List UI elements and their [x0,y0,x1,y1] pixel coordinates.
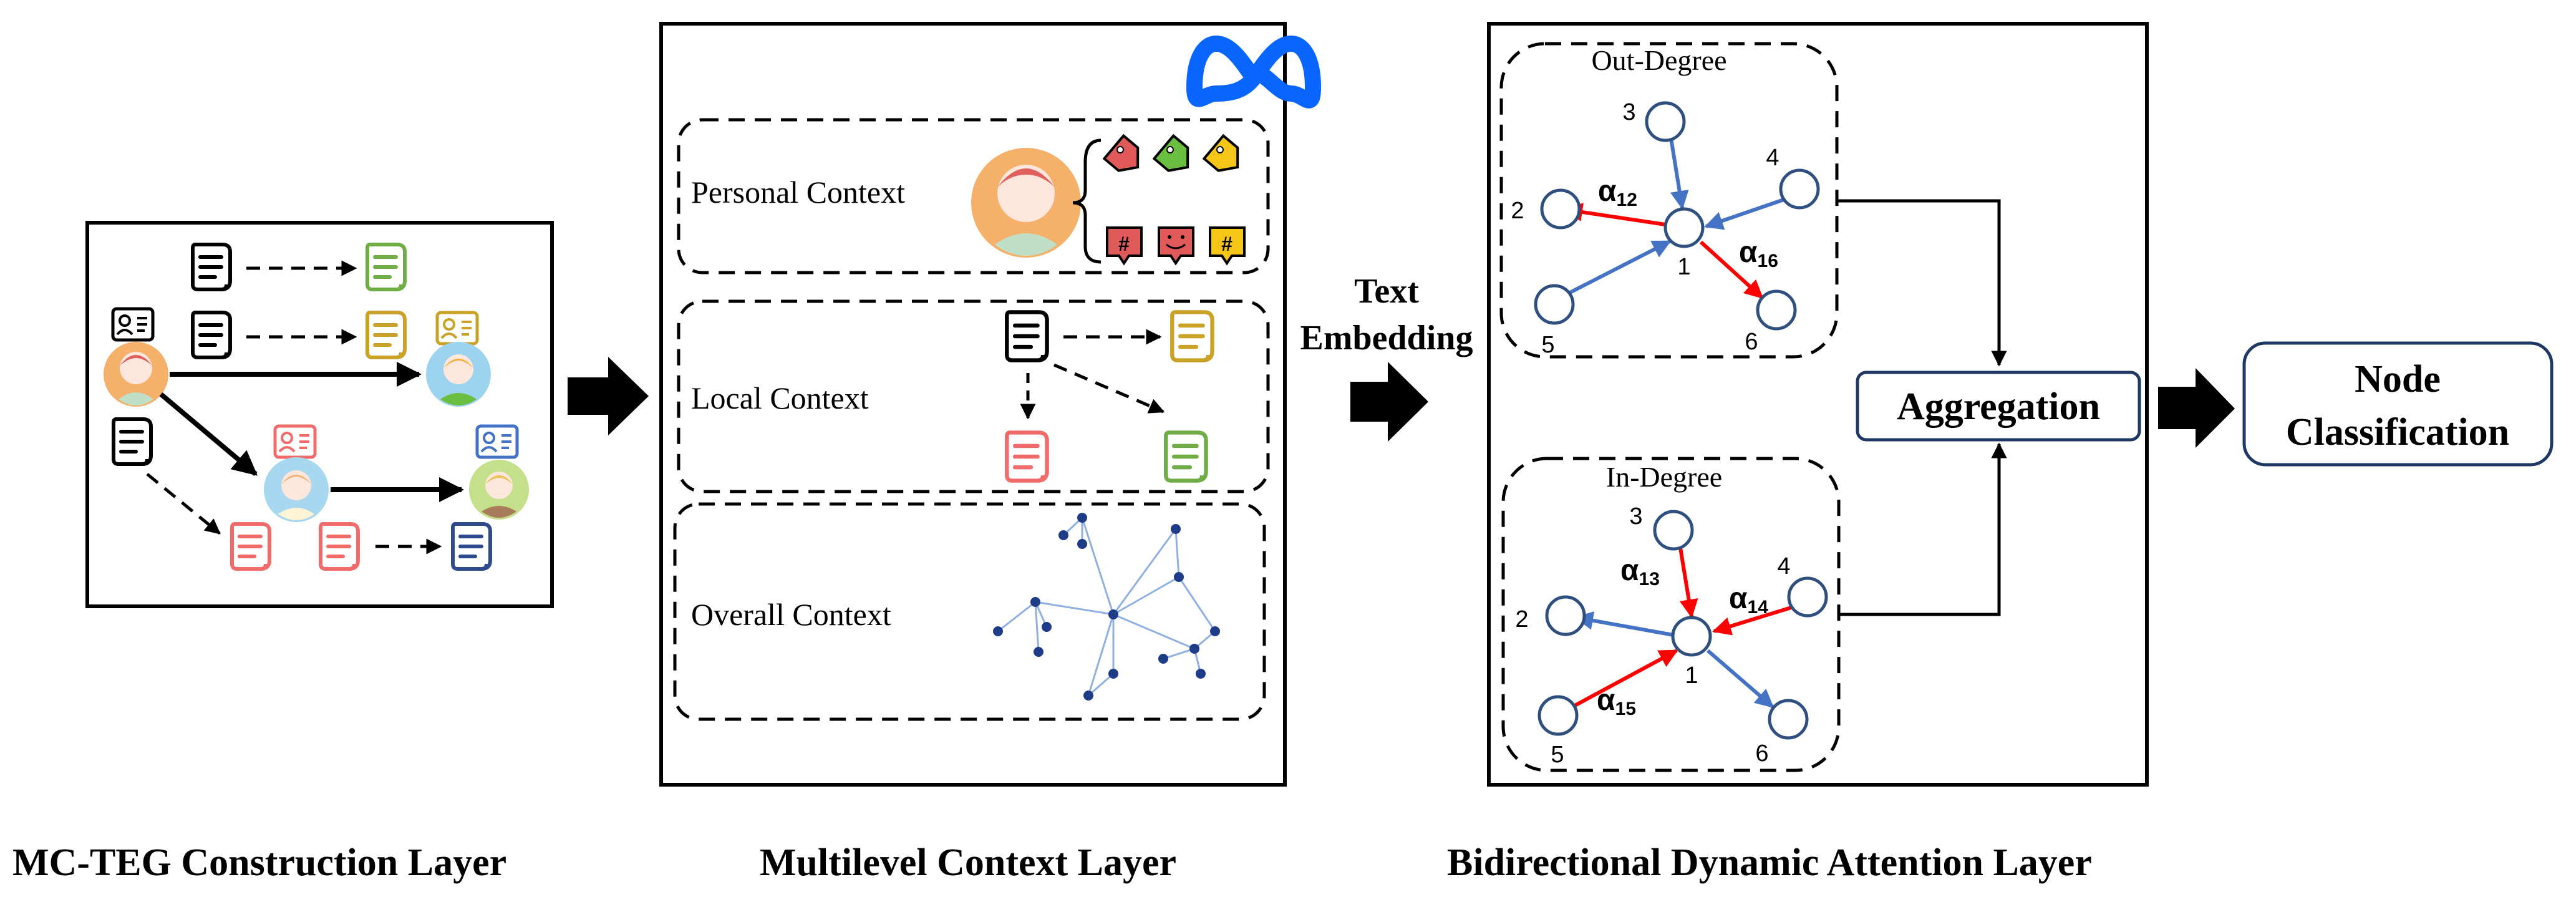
edge-3-to-1 [1678,547,1698,618]
user-avatar-green [469,460,529,520]
out-degree-node-labels: 1 2 3 4 5 6 [1511,99,1779,358]
node-classification-line1: Node [2355,358,2441,400]
node-label: 3 [1622,99,1635,125]
document-icon-gold [1172,312,1212,360]
hashtag-icon-red: # [1106,226,1143,266]
svg-text:#: # [1118,233,1130,255]
local-context-label: Local Context [691,381,869,415]
flow-arrow [2158,368,2235,448]
text-embedding-label-line1: Text [1354,272,1419,311]
out-degree-nodes [1534,101,1820,331]
personal-avatar [971,148,1081,258]
tag-icon-red [1102,133,1140,172]
personal-context-box [677,118,1270,274]
alpha-14-label: α14 [1729,582,1768,618]
node-label: 6 [1745,329,1758,355]
document-icon-green [367,245,405,289]
user-avatar-orange [104,342,168,407]
brace-icon [1072,138,1102,264]
alpha-16-label: α16 [1739,236,1778,271]
alpha-15-label: α15 [1597,684,1636,719]
document-icon [1007,312,1047,360]
out-degree-to-aggregation-arrow [1837,199,2007,367]
in-degree-node-labels: 1 2 3 4 5 6 [1515,503,1790,768]
document-icon-green [1166,432,1206,480]
user-avatar-blue [426,342,491,407]
svg-text:#: # [1221,233,1232,255]
overall-context-label: Overall Context [691,597,891,632]
aggregation-label: Aggregation [1897,386,2100,428]
edge-5-to-1 [1567,240,1672,295]
node-label: 6 [1755,740,1768,767]
mcteg-panel [85,221,554,608]
out-degree-title: Out-Degree [1591,44,1726,76]
in-degree-title: In-Degree [1606,461,1722,493]
document-icon-gold [367,313,405,357]
edge-1-to-6 [1699,240,1764,299]
document-icon-red [232,524,269,569]
edge-4-to-1 [1704,198,1784,230]
personal-context-label: Personal Context [691,175,905,210]
node-label: 1 [1677,254,1690,280]
meta-logo-icon [1186,36,1321,109]
node-classification-box [2242,341,2554,467]
document-icon [193,245,230,289]
alpha-12-label: α12 [1598,175,1637,210]
dashed-arrow [1053,363,1165,414]
tag-icon-green [1152,133,1189,172]
document-icon [193,313,230,357]
hashtag-icon-yellow: # [1209,226,1246,266]
node-label: 5 [1541,332,1554,358]
edge-5-to-1 [1572,649,1678,708]
user-card-icon [477,426,517,457]
edge-4-to-1 [1712,605,1794,636]
in-degree-to-aggregation-arrow [1839,442,2007,616]
dashed-arrow [146,473,221,535]
document-icon-red [1007,432,1047,480]
overall-context-box [673,502,1266,721]
user-avatar-lightblue [264,457,329,522]
node-label: 1 [1685,662,1698,689]
text-embedding-label-line2: Embedding [1300,319,1473,357]
local-context-box [677,299,1270,493]
in-degree-nodes [1537,510,1828,740]
alpha-13-label: α13 [1620,554,1660,589]
node-label: 2 [1515,606,1528,633]
edge-1-to-2 [1574,611,1674,637]
edge-1-to-6 [1707,649,1775,709]
node-label: 4 [1766,145,1779,171]
document-icon-blue [453,524,490,569]
interaction-arrow [159,392,258,477]
node-label: 3 [1629,503,1642,530]
node-classification-line2: Classification [2286,411,2509,453]
flow-arrow [568,357,649,435]
tag-icon-yellow [1202,133,1239,172]
aggregation-box [1856,371,2141,442]
emoji-icon-red [1158,226,1194,266]
layer-label-mcteg: MC-TEG Construction Layer [12,841,506,884]
layer-label-bidirectional: Bidirectional Dynamic Attention Layer [1447,841,2092,884]
node-label: 5 [1551,742,1564,768]
node-label: 2 [1511,198,1524,224]
user-card-icon [437,313,477,344]
layer-label-multilevel: Multilevel Context Layer [760,841,1176,884]
document-icon [114,419,151,464]
user-card-icon [113,309,153,340]
node-label: 4 [1777,553,1790,580]
edge-3-to-1 [1668,133,1689,210]
document-icon-red [321,524,358,569]
user-card-icon [275,426,315,457]
bidirectional-panel: Out-Degree 1 2 3 4 5 6 α12 α16 In-Degree [1487,22,2149,787]
flow-arrow [1350,362,1428,442]
multilevel-panel: Personal Context # [659,22,1321,787]
global-graph-nodes [993,513,1220,701]
edge-1-to-2 [1564,203,1666,226]
